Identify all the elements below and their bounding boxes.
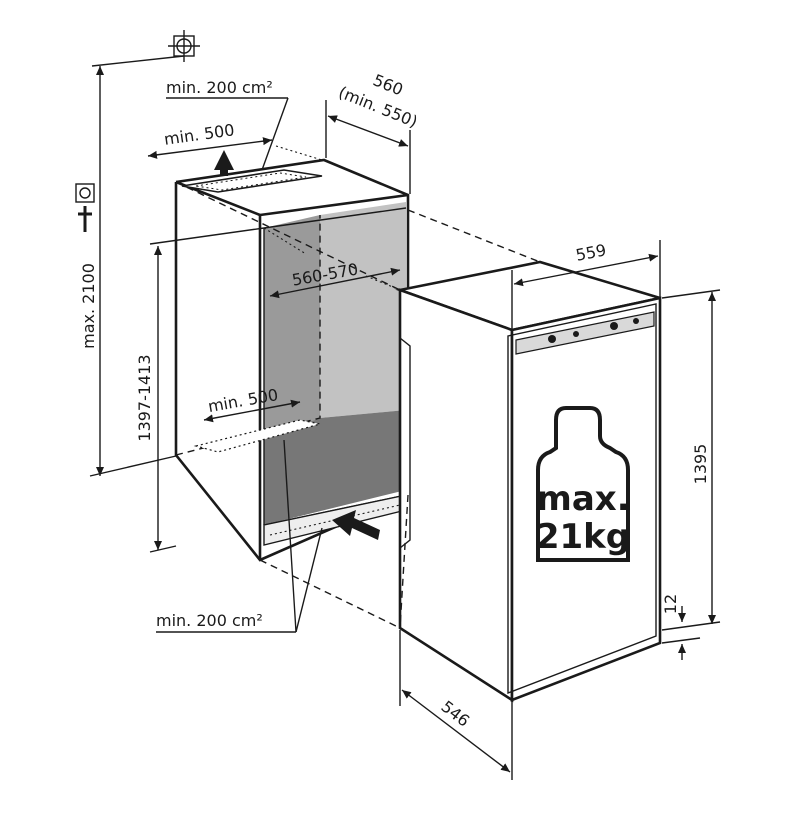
dim-top-width: 560 (min. 550) xyxy=(325,70,420,194)
air-in-arrow xyxy=(332,510,380,540)
label-vent-bottom-area: min. 200 cm² xyxy=(156,611,263,630)
label-appliance-height: 1395 xyxy=(691,444,710,485)
label-appliance-depth: 546 xyxy=(438,697,474,731)
dim-vent-top-width: min. 500 xyxy=(147,120,323,161)
label-vent-top-width: min. 500 xyxy=(163,120,236,149)
dim-appliance-height: 1395 xyxy=(661,289,721,631)
label-niche-height: 1397-1413 xyxy=(135,354,154,441)
label-vent-top-area: min. 200 cm² xyxy=(166,78,273,97)
weight-line1: max. xyxy=(536,479,629,519)
label-max-height: max. 2100 xyxy=(79,263,98,349)
dim-niche-height: 1397-1413 xyxy=(135,227,265,553)
dim-max-height: max. 2100 xyxy=(79,55,185,477)
dim-vent-bottom-area: min. 200 cm² xyxy=(156,439,323,633)
label-appliance-width: 559 xyxy=(574,240,608,264)
niche-cabinet xyxy=(174,150,410,562)
weight-line2: 21kg xyxy=(536,517,630,557)
weight-icon: max. 21kg xyxy=(536,406,630,562)
label-plinth-gap: 12 xyxy=(661,594,680,614)
power-socket-icon xyxy=(75,183,95,232)
air-out-arrow xyxy=(214,150,234,176)
dim-plinth-gap: 12 xyxy=(661,594,701,660)
